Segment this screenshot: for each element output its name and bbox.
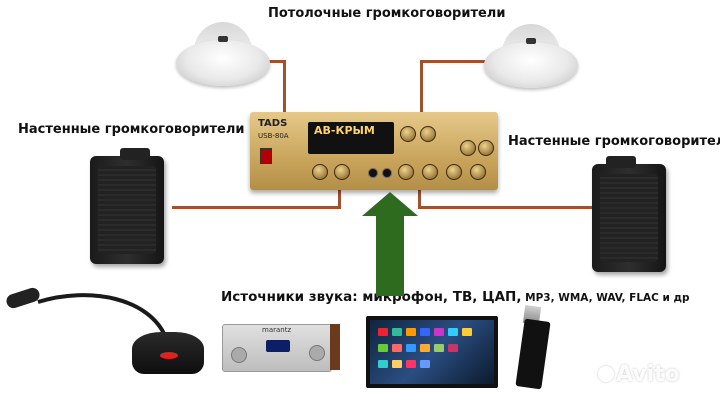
cable-wall-right-horizontal (418, 206, 598, 209)
signal-arrow-head (362, 192, 418, 216)
amplifier-brand: TADS (258, 118, 288, 129)
cable-ceiling-right-horizontal (420, 60, 490, 63)
audio-device-display (266, 340, 290, 352)
amplifier-display (308, 122, 394, 154)
cable-wall-left-horizontal (172, 206, 340, 209)
avito-watermark: Avito (616, 362, 680, 387)
cable-wall-left-vertical (338, 186, 341, 209)
cable-ceiling-left-vertical (283, 60, 286, 114)
sound-sources-label: Источники звука: микрофон, ТВ, ЦАП, MP3,… (221, 289, 690, 305)
ceiling-speaker-right (484, 24, 578, 88)
amplifier-model: USB-80A (258, 132, 289, 140)
microphone-button (160, 352, 178, 359)
wall-speaker-left (90, 148, 164, 264)
avito-logo-icon (598, 366, 614, 382)
tv-screen (370, 320, 494, 384)
wall-speaker-right (592, 156, 666, 272)
sound-sources-main: Источники звука: микрофон, ТВ, ЦАП, (221, 289, 522, 305)
cable-ceiling-left-horizontal (268, 60, 286, 63)
power-switch (260, 148, 272, 164)
cable-ceiling-right-vertical (420, 60, 423, 114)
usb-flash-drive (515, 318, 551, 390)
signal-arrow-shaft (376, 214, 404, 296)
amplifier: TADS USB-80A (250, 112, 498, 190)
microphone-gooseneck (37, 293, 168, 339)
ceiling-speakers-label: Потолочные громкоговорители (268, 6, 506, 21)
audio-device-brand: marantz (262, 326, 292, 334)
ceiling-speaker-left (176, 22, 270, 86)
wall-speakers-right-label: Настенные громкоговорители (508, 134, 720, 149)
sound-sources-formats: MP3, WMA, WAV, FLAC и др (521, 292, 690, 304)
cable-wall-right-vertical (418, 186, 421, 209)
amplifier-display-text: АВ-КРЫМ (314, 124, 375, 137)
wall-speakers-left-label: Настенные громкоговорители (18, 122, 245, 137)
